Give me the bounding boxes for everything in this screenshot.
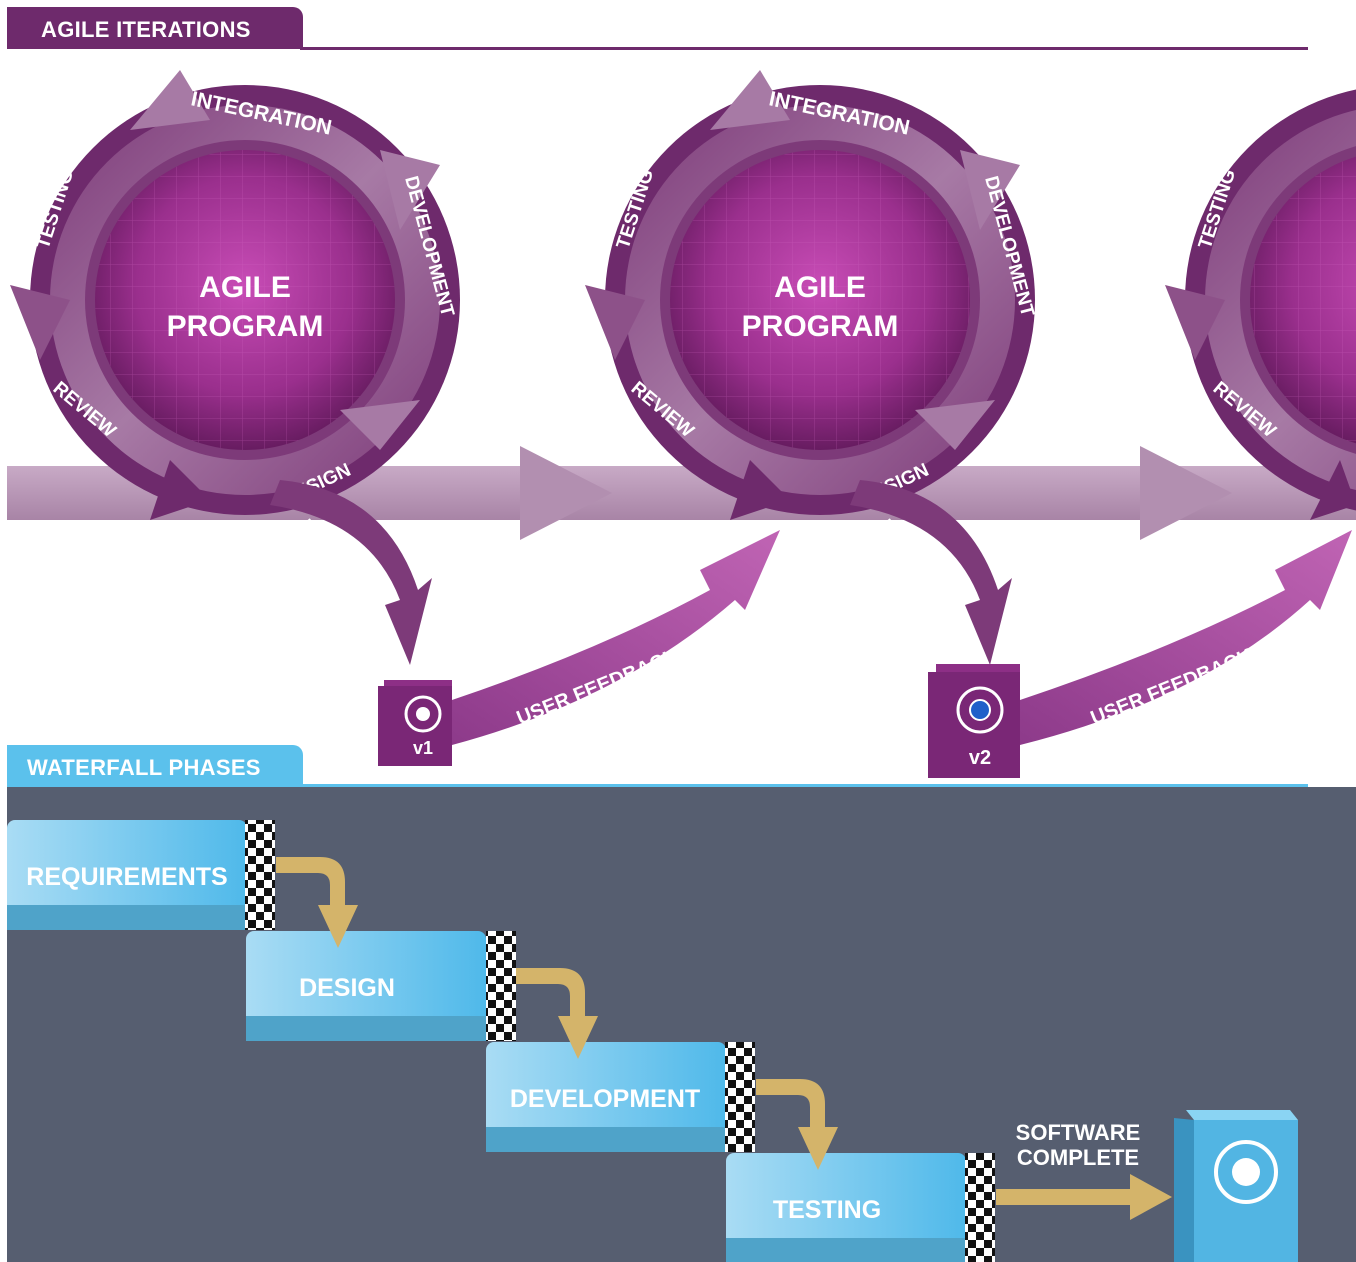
cycle-title-line2: PROGRAM <box>742 310 899 343</box>
checkered-flag-icon <box>245 820 275 930</box>
waterfall-phase-development: DEVELOPMENT <box>486 1042 755 1152</box>
software-complete-line2: COMPLETE <box>1017 1145 1139 1170</box>
deployment-arrow <box>850 480 1012 665</box>
checkered-flag-icon <box>486 931 516 1041</box>
phase-label: REQUIREMENTS <box>26 863 227 891</box>
agile-cycle-3: TESTING REVIEW <box>1165 89 1356 520</box>
cycle-arrow-icon <box>1165 285 1225 360</box>
cycle-arrow-icon <box>10 285 70 360</box>
phase-label: DESIGN <box>299 974 395 1002</box>
cycle-arrow-icon <box>710 70 790 130</box>
cycle-title-line1: AGILE <box>199 271 291 304</box>
cycle-arrow-icon <box>915 400 995 450</box>
cycle-arrow-icon <box>130 70 210 130</box>
waterfall-phase-design: DESIGN <box>246 931 516 1041</box>
cycle-arrow-icon <box>1310 460 1356 520</box>
cycle-arrow-icon <box>585 285 645 360</box>
phase-label: TESTING <box>773 1196 881 1224</box>
agile-iterations-header: AGILE ITERATIONS <box>7 7 303 49</box>
checkered-flag-icon <box>965 1153 995 1262</box>
checkered-flag-icon <box>725 1042 755 1152</box>
release-box-icon: v1 <box>378 680 452 766</box>
cycle-arrow-icon <box>150 460 210 520</box>
gold-arrow-icon <box>276 857 1172 1220</box>
phase-label: DEVELOPMENT <box>510 1085 700 1113</box>
release-label: v2 <box>969 747 991 769</box>
cycle-arrow-icon <box>340 400 420 450</box>
waterfall-phase-requirements: REQUIREMENTS <box>7 820 275 930</box>
software-complete-line1: SOFTWARE <box>1016 1120 1141 1145</box>
cycle-arrow-icon <box>730 460 790 520</box>
cycle-title-line1: AGILE <box>774 271 866 304</box>
user-feedback-arrow <box>452 530 780 745</box>
agile-cycle-2: AGILE PROGRAM INTEGRATION DEVELOPMENT TE… <box>585 70 1352 778</box>
final-release-box-icon <box>1174 1110 1298 1262</box>
waterfall-phases-header: WATERFALL PHASES <box>7 745 303 787</box>
cycle-title-line2: PROGRAM <box>167 310 324 343</box>
release-box-icon: v2 <box>928 664 1020 778</box>
cycle-arrow-icon <box>380 150 440 230</box>
deployment-arrow <box>270 480 432 665</box>
release-label: v1 <box>413 738 433 758</box>
waterfall-header-rule <box>300 784 1308 787</box>
agile-header-rule <box>300 47 1308 50</box>
waterfall-phase-testing: TESTING <box>726 1153 995 1262</box>
cycle-arrow-icon <box>960 150 1020 230</box>
user-feedback-arrow <box>1020 530 1352 745</box>
